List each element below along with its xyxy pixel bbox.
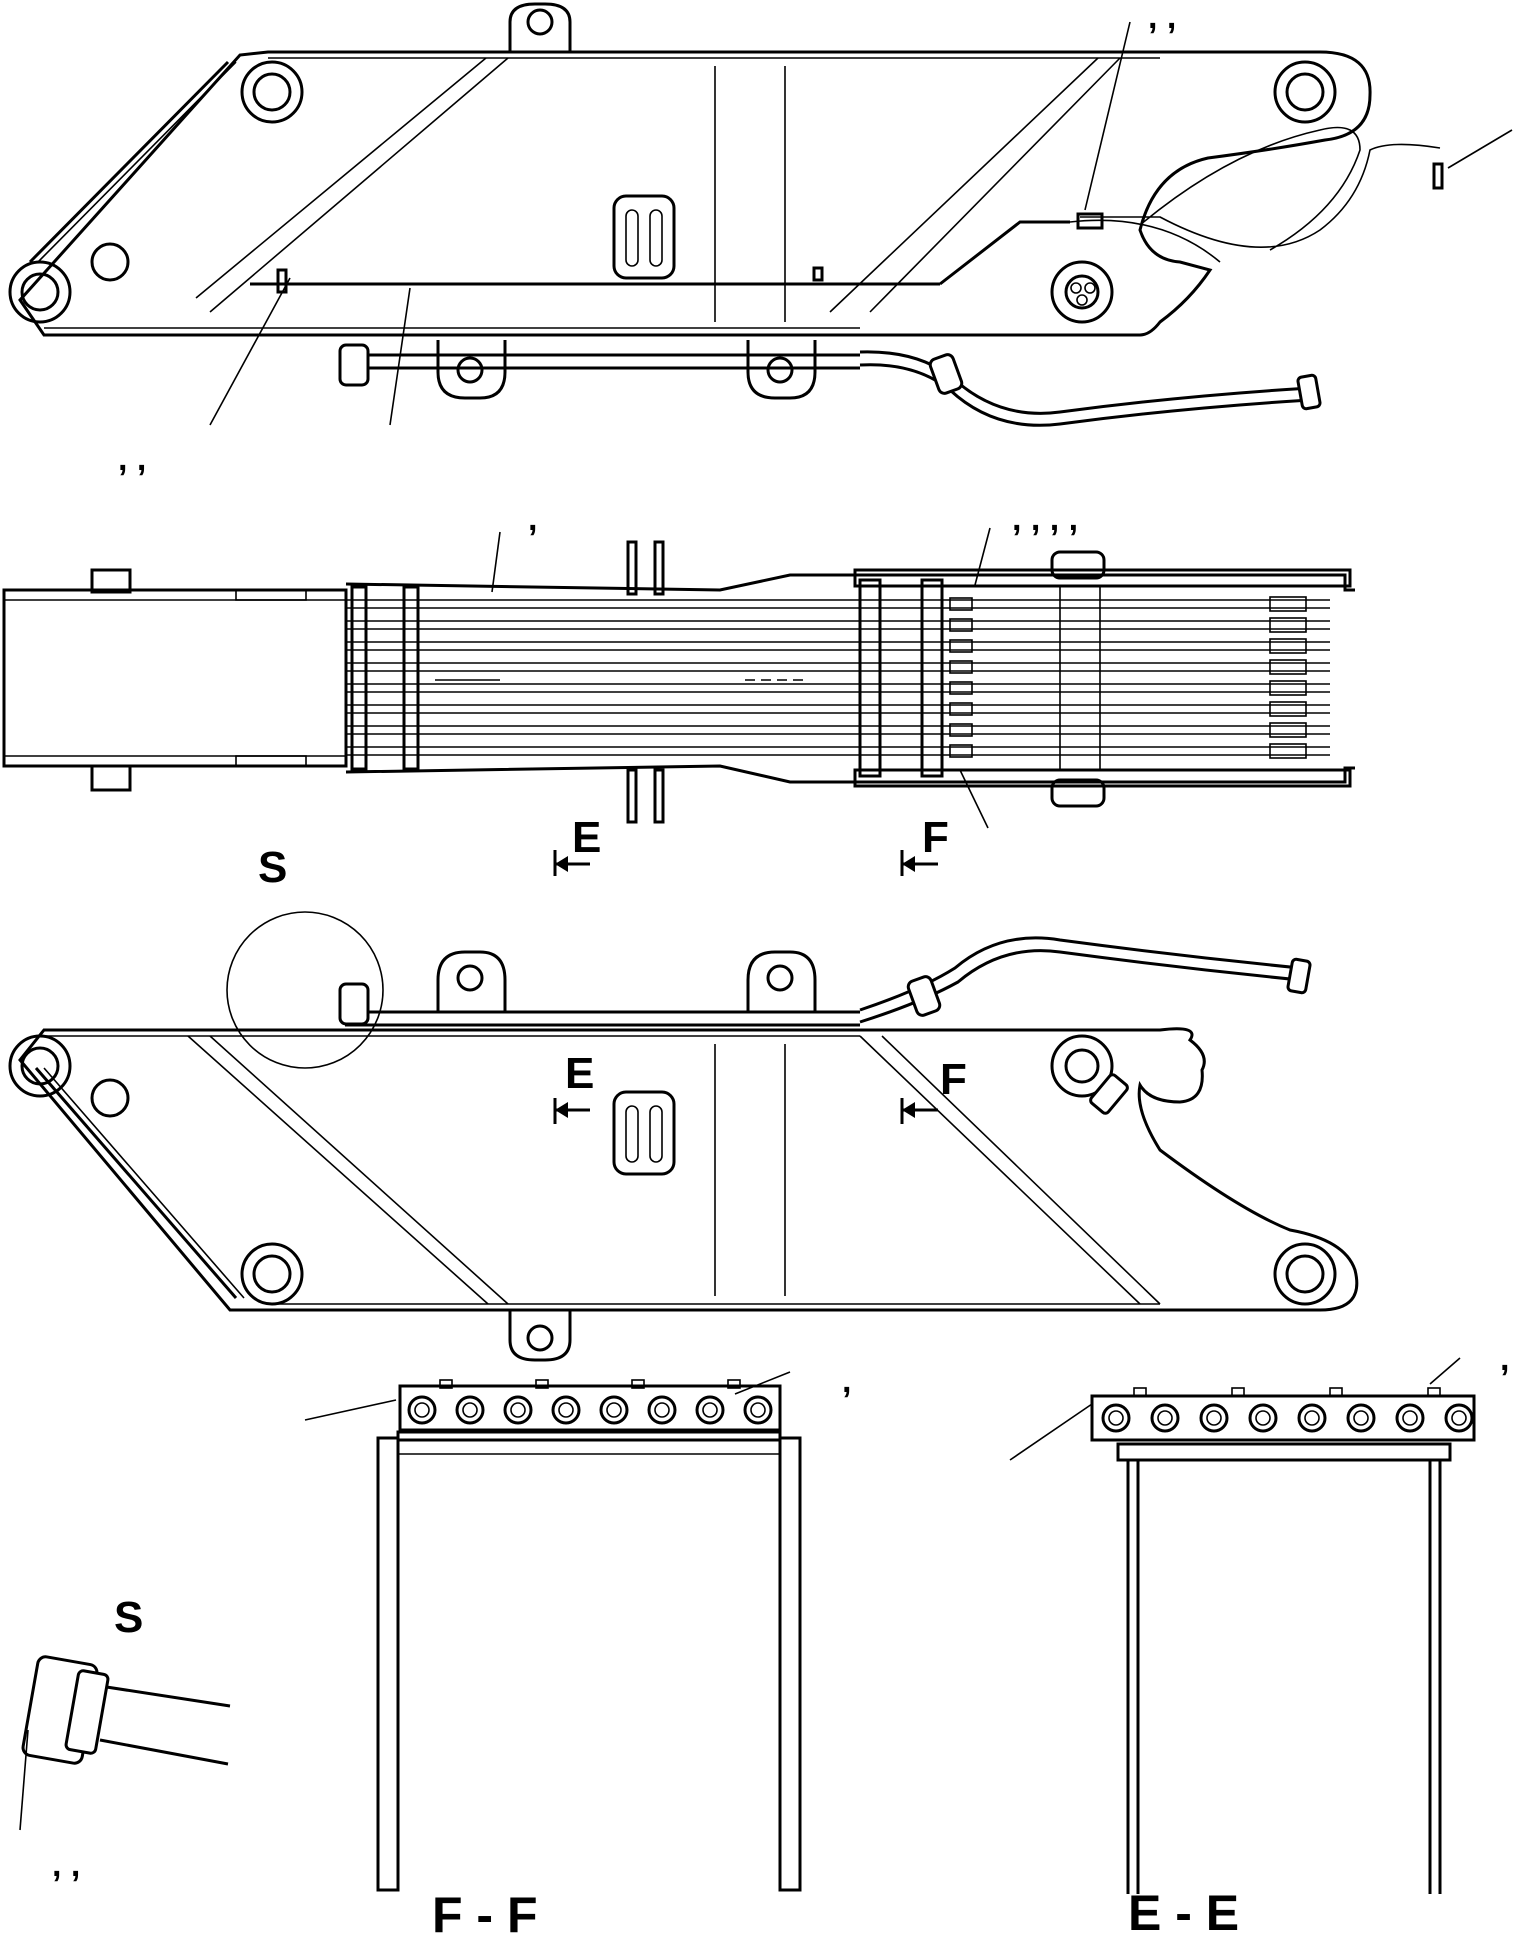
view-s-marker: S (258, 843, 287, 892)
detail-s-circle (226, 911, 384, 1069)
ref-mark-ff: , (842, 1362, 851, 1400)
detail-s-title: S (114, 1593, 143, 1642)
section-f-marker-side: F (900, 1055, 967, 1124)
ref-marks-top-left: , , (118, 440, 146, 478)
plan-view: , , , , , S E F (2, 500, 1355, 892)
section-ff: , F - F (304, 1362, 851, 1941)
ref-marks-top-right: , , (1148, 0, 1176, 36)
ref-mark-plan-left: , (528, 500, 537, 538)
section-e-marker-side: E (553, 1049, 594, 1124)
ref-mark-ee: , (1500, 1340, 1509, 1378)
svg-text:E: E (572, 813, 601, 862)
ref-marks-plan-right: , , , , (1012, 500, 1078, 538)
section-ee: , E - E (1009, 1340, 1509, 1941)
side-view-bottom: E F (8, 911, 1359, 1362)
svg-text:F: F (940, 1055, 967, 1104)
svg-text:F: F (922, 813, 949, 862)
svg-text:E: E (565, 1049, 594, 1098)
section-ee-title: E - E (1128, 1885, 1239, 1941)
detail-s: S , , (19, 1593, 231, 1884)
hose-bundle (346, 596, 1330, 759)
ref-marks-detail-s: , , (52, 1846, 80, 1884)
section-e-marker-plan: E (553, 813, 601, 876)
side-view-top: , , , , (8, 0, 1513, 478)
section-ff-title: F - F (432, 1887, 538, 1941)
section-f-marker-plan: F (900, 813, 949, 876)
